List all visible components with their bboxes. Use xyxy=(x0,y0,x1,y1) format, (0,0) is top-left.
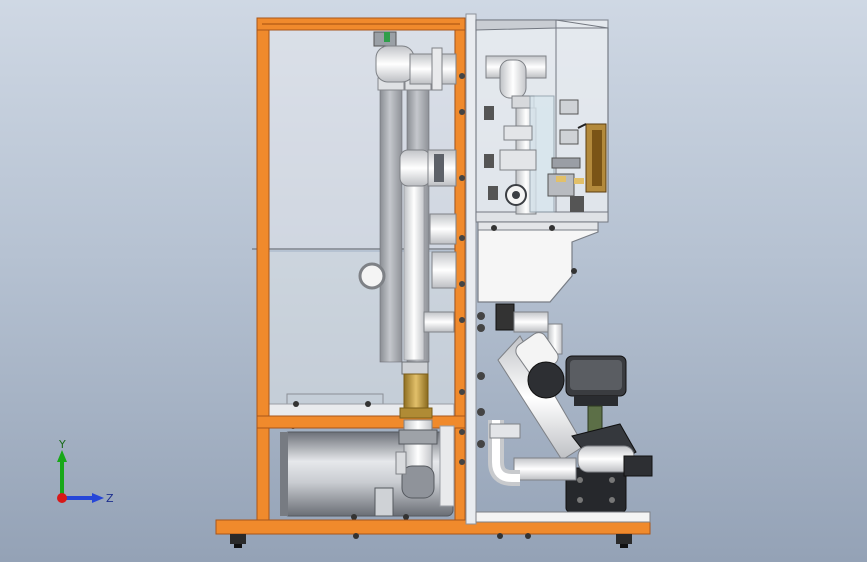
base-foot-left xyxy=(230,534,246,544)
y-axis-label: Y xyxy=(58,438,66,451)
frame-rail-inner xyxy=(262,23,460,25)
top-elbow xyxy=(373,31,457,91)
tank-fitting xyxy=(374,487,394,517)
left-orange-frame xyxy=(215,17,651,535)
middle-tee xyxy=(358,149,457,333)
y-axis-arrow-icon xyxy=(57,450,67,462)
tank-inlet-pipe xyxy=(395,419,455,507)
coordinate-triad[interactable]: Y Z xyxy=(48,438,118,508)
bronze-valve xyxy=(399,361,433,419)
center-plate xyxy=(459,13,485,525)
z-axis-arrow-icon xyxy=(92,493,104,503)
plate-bolts xyxy=(459,73,485,465)
bolt xyxy=(351,514,357,520)
right-base xyxy=(230,511,651,548)
pump-assembly xyxy=(488,303,653,513)
bolt xyxy=(293,401,299,407)
pump-disc xyxy=(527,361,565,399)
bolt xyxy=(403,514,409,520)
bolt xyxy=(365,401,371,407)
upper-cabinet xyxy=(475,19,609,223)
z-axis-label: Z xyxy=(106,492,114,505)
flange-ring xyxy=(358,262,386,290)
x-axis-dot-icon xyxy=(57,493,67,503)
base-foot-right xyxy=(616,534,632,544)
lower-cabinet xyxy=(477,221,599,303)
